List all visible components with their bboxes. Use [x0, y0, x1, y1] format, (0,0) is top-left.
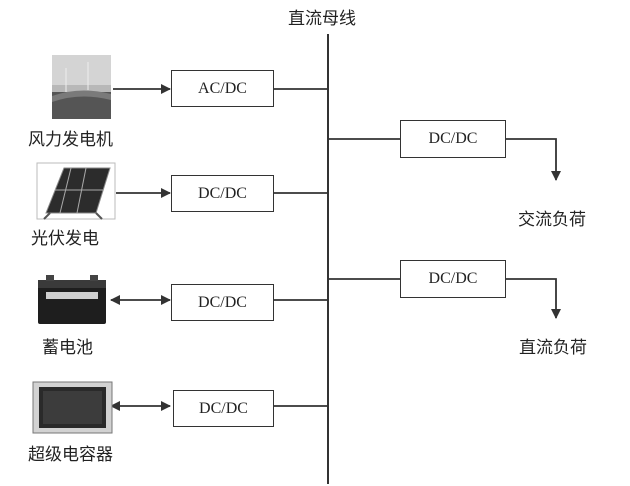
wind-turbine-icon: [52, 55, 111, 119]
dc-bus-label: 直流母线: [288, 9, 356, 29]
supercapacitor-label: 超级电容器: [28, 445, 113, 465]
supercap-converter-box: DC/DC: [173, 390, 274, 427]
pv-generation-label: 光伏发电: [31, 229, 99, 249]
battery-label: 蓄电池: [42, 338, 93, 358]
battery-converter-box: DC/DC: [171, 284, 274, 321]
supercapacitor-icon: [32, 381, 113, 434]
solar-panel-icon: [36, 162, 116, 220]
dc-load-converter-box: DC/DC: [400, 260, 506, 298]
wind-turbine-label: 风力发电机: [28, 130, 113, 150]
ac-load-label: 交流负荷: [518, 210, 586, 230]
ac-load-converter-box: DC/DC: [400, 120, 506, 158]
ac-load-arrow: [506, 138, 561, 181]
dc-load-label: 直流负荷: [519, 338, 587, 358]
dc-load-arrow: [506, 278, 561, 319]
wind-converter-box: AC/DC: [171, 70, 274, 107]
battery-icon: [38, 275, 106, 324]
pv-converter-box: DC/DC: [171, 175, 274, 212]
